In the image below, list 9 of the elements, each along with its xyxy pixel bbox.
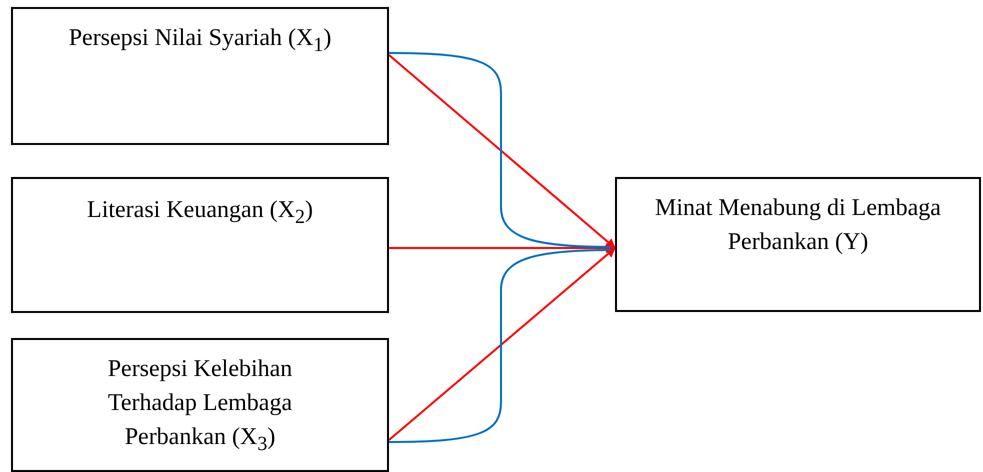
variable-label: Minat Menabung di Lembaga Perbankan (Y) xyxy=(654,194,942,257)
variable-box xyxy=(11,177,389,313)
variable-box xyxy=(11,338,389,472)
variable-box xyxy=(11,7,389,145)
variable-label: Literasi Keuangan (X$_{2}$) xyxy=(86,196,314,230)
variable-label: Persepsi Nilai Syariah (X$_{1}$) xyxy=(68,24,332,58)
variable-box xyxy=(615,177,981,312)
arrow xyxy=(389,243,616,253)
variable-label: Persepsi Kelebihan Terhadap Lembaga Perbankan (X$_{3}$) xyxy=(106,355,294,457)
